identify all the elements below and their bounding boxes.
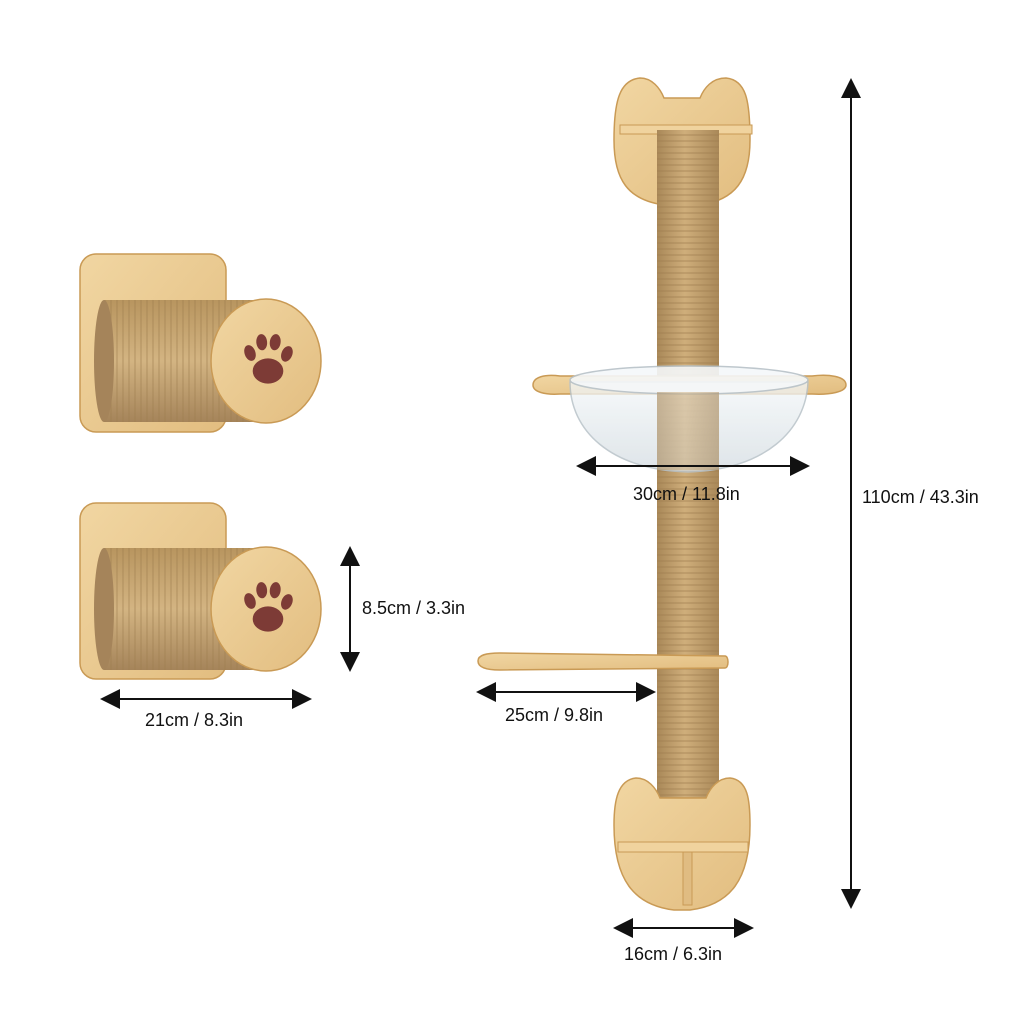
scratcher-length-label: 21cm / 8.3in [145,710,244,730]
bottom-cat-head-mount [613,777,751,911]
scratcher-diameter-label: 8.5cm / 3.3in [362,598,466,618]
wall-cat-tower [477,77,847,911]
lower-platform [477,652,729,671]
total-height-label: 110cm / 43.3in [862,487,979,507]
bowl-width-label: 30cm / 11.8in [633,484,740,504]
wall-scratcher-bottom [79,502,322,680]
base-width-label: 16cm / 6.3in [624,944,723,964]
hammock-bowl [532,365,847,473]
platform-width-label: 25cm / 9.8in [505,705,604,725]
wall-scratcher-top [79,253,322,433]
